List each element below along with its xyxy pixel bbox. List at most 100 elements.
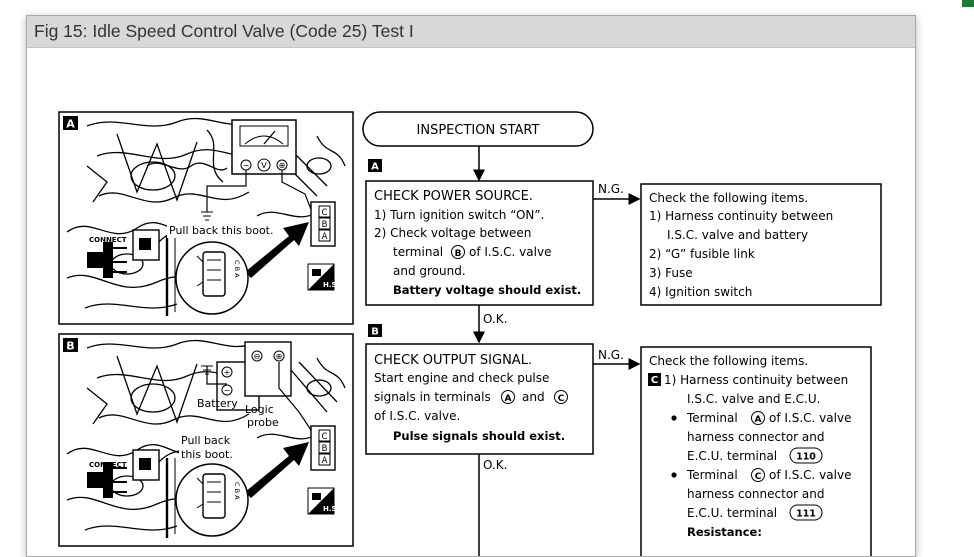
output-ng-line1: 1) Harness continuity between <box>664 373 848 387</box>
connector-pin-a-a: A <box>322 232 328 242</box>
connector-pin-b-b: B <box>322 444 328 454</box>
bullet2-terminal-letter: C <box>755 472 762 482</box>
output-ng-line2: I.S.C. valve and E.C.U. <box>687 392 820 406</box>
connect-plug-b <box>87 447 224 498</box>
output-box-line2-mid: and <box>522 390 545 404</box>
battery-label: Battery <box>197 397 238 410</box>
power-ng-line3: 2) “G” fusible link <box>649 247 755 261</box>
svg-text:−: − <box>243 161 250 170</box>
voltmeter-symbol: V <box>261 161 267 170</box>
power-ng-line4: 3) Fuse <box>649 266 693 280</box>
hs-badge-a: H.S. <box>307 263 339 291</box>
svg-text:⊖: ⊖ <box>254 352 261 361</box>
output-ng-badge-letter: C <box>651 375 658 386</box>
figure-title-bar: Fig 15: Idle Speed Control Valve (Code 2… <box>27 16 915 48</box>
probe-label-line1: Logic <box>245 403 274 416</box>
connect-label-b: CONNECT <box>89 461 127 469</box>
power-ng-items-box <box>640 183 882 306</box>
svg-text:⊕: ⊕ <box>276 352 283 361</box>
bullet1-terminal-circle <box>751 411 765 425</box>
terminal-a-circle <box>501 390 515 404</box>
panel-b-illustration: B <box>58 333 354 547</box>
output-box-line4: Pulse signals should exist. <box>393 429 565 443</box>
engine-bay-sketch-b <box>66 339 346 538</box>
resistance-label: Resistance: <box>687 525 762 539</box>
step-b-badge <box>368 324 382 337</box>
connector-pin-b-a: B <box>322 220 328 230</box>
boot-label-b-line2: this boot. <box>181 448 233 461</box>
bullet1-post: of I.S.C. valve <box>769 411 851 425</box>
power-box-line3-post: of I.S.C. valve <box>469 245 551 259</box>
bullet2-terminal-circle <box>751 468 765 482</box>
hs-badge-b: H.S. <box>307 487 339 515</box>
ecu-terminal-111: 111 <box>796 509 816 520</box>
logic-probe-icon: ⊖ ⊕ <box>244 341 292 397</box>
svg-text:−: − <box>224 386 231 395</box>
power-box-line1: 1) Turn ignition switch “ON”. <box>374 208 544 222</box>
output-ng-badge <box>648 373 661 386</box>
connector-pin-c-a: C <box>322 208 328 218</box>
hs-label-a: H.S. <box>323 281 339 289</box>
terminal-a-letter: A <box>505 394 512 404</box>
terminal-c-letter: C <box>558 394 565 404</box>
output-ng-title: Check the following items. <box>649 354 808 368</box>
panel-a-illustration: A <box>58 111 354 325</box>
voltmeter-icon: − V ⊕ <box>231 119 297 175</box>
corner-indicator <box>962 0 974 7</box>
probe-label-line2: probe <box>247 416 279 429</box>
connector-pin-c-b: C <box>322 432 328 442</box>
hs-label-b: H.S. <box>323 505 339 513</box>
magnified-pin-labels-b: C B A <box>233 482 241 500</box>
terminal-c-circle <box>554 390 568 404</box>
step-b-letter: B <box>371 327 379 338</box>
start-label: INSPECTION START <box>417 123 540 138</box>
svg-text:+: + <box>224 368 231 377</box>
power-ng-line5: 4) Ignition switch <box>649 285 752 299</box>
isc-connector-b: C B A <box>310 425 336 471</box>
bullet1-line3: E.C.U. terminal <box>687 449 777 463</box>
start-terminator <box>362 111 594 147</box>
power-box-line2: 2) Check voltage between <box>374 226 531 240</box>
boot-label-a: Pull back this boot. <box>169 224 273 237</box>
power-box-title: CHECK POWER SOURCE. <box>374 189 533 204</box>
check-power-source-box <box>365 180 594 306</box>
panel-a-letter: A <box>66 118 75 131</box>
pointer-arrow-b <box>245 442 309 498</box>
diagram-canvas: A <box>58 111 882 556</box>
power-box-line3-pre: terminal <box>393 245 443 259</box>
output-box-line3: of I.S.C. valve. <box>374 409 460 423</box>
terminal-b-letter: B <box>455 249 462 259</box>
figure-frame: Fig 15: Idle Speed Control Valve (Code 2… <box>26 15 916 557</box>
panel-a-badge <box>63 116 78 130</box>
output-box-line2-pre: signals in terminals <box>374 390 491 404</box>
ng-label-1: N.G. <box>598 182 624 196</box>
bullet1-pre: Terminal <box>686 411 738 425</box>
power-ng-line2: I.S.C. valve and battery <box>667 228 808 242</box>
power-ng-line1: 1) Harness continuity between <box>649 209 833 223</box>
figure-title: Fig 15: Idle Speed Control Valve (Code 2… <box>34 21 414 41</box>
panel-b-letter: B <box>66 340 74 353</box>
output-ng-items-box <box>640 346 872 556</box>
bullet2-post: of I.S.C. valve <box>769 468 851 482</box>
ok-label-2: O.K. <box>483 458 507 472</box>
ng-label-2: N.G. <box>598 348 624 362</box>
terminal-b-circle <box>451 245 465 259</box>
bullet1-line2: harness connector and <box>687 430 825 444</box>
magnified-pin-labels-a: C B A <box>233 260 241 278</box>
bullet2-line3: E.C.U. terminal <box>687 506 777 520</box>
boot-label-b-line1: Pull back <box>181 434 231 447</box>
bullet1-terminal-letter: A <box>755 415 762 425</box>
svg-text:⊕: ⊕ <box>279 161 286 170</box>
output-box-title: CHECK OUTPUT SIGNAL. <box>374 353 532 368</box>
magnified-connector-a: C B A <box>175 241 249 315</box>
isc-connector-a: C B A <box>310 201 336 247</box>
ecu-terminal-111-badge <box>789 504 823 521</box>
power-box-line4: and ground. <box>393 264 466 278</box>
ecu-terminal-110-badge <box>789 447 823 464</box>
ecu-terminal-110: 110 <box>796 452 816 463</box>
flowchart: INSPECTION START A CHECK POWER SOURCE. 1… <box>362 111 882 556</box>
panel-b-badge <box>63 338 78 352</box>
pointer-arrow-a <box>245 222 309 278</box>
step-a-badge <box>368 159 382 172</box>
connector-pin-a-b: A <box>322 456 328 466</box>
